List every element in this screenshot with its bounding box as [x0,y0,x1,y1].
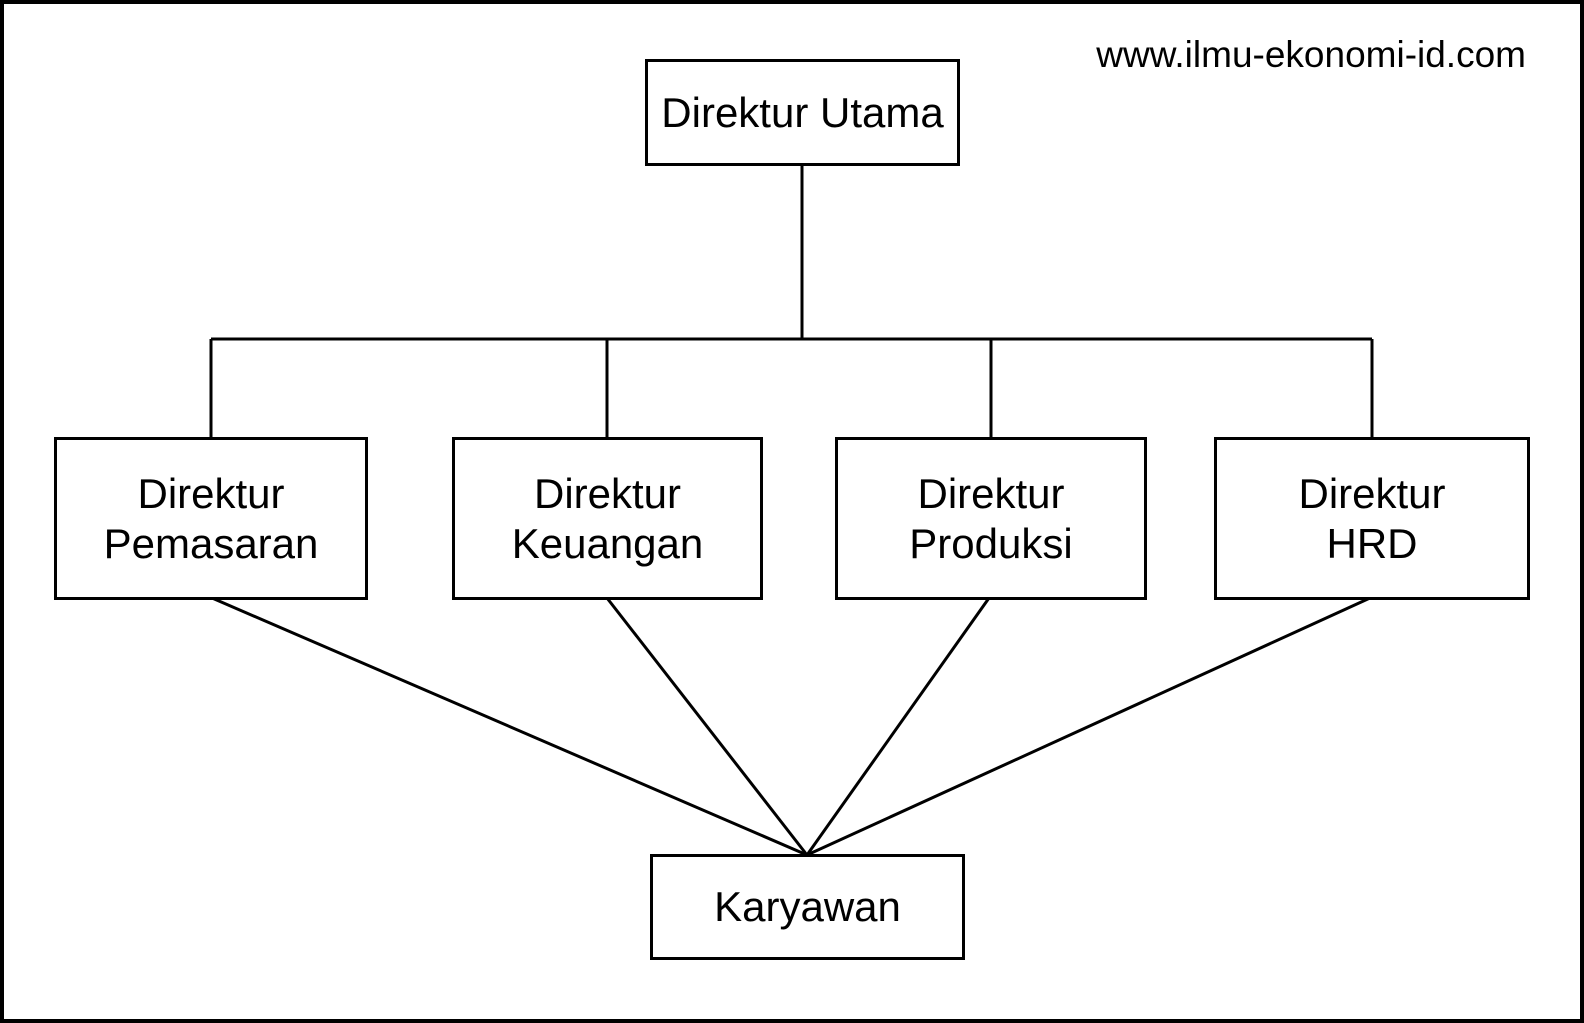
node-label: Direktur Utama [661,88,944,136]
node-label-line1: Direktur [137,469,285,517]
connector-produksi-to-karyawan [805,597,991,856]
connector-pemasaran-to-karyawan [211,596,808,857]
node-label-line2: Pemasaran [103,519,319,567]
node-karyawan: Karyawan [650,854,965,960]
node-label-line1: Direktur [533,469,682,517]
node-direktur-hrd: Direktur HRD [1214,437,1530,600]
connector-keuangan-to-karyawan [605,597,809,856]
node-label-line1: Direktur [917,469,1065,517]
node-label: Karyawan [714,883,901,931]
node-label-line2: Keuangan [511,519,704,567]
node-label-line2: Produksi [909,519,1073,567]
connector-hrd-to-karyawan [806,596,1371,857]
node-direktur-pemasaran: Direktur Pemasaran [54,437,368,600]
connector-lines-layer [209,164,1374,857]
node-direktur-produksi: Direktur Produksi [835,437,1147,600]
node-label-line1: Direktur [1298,469,1446,517]
node-direktur-keuangan: Direktur Keuangan [452,437,763,600]
node-direktur-utama: Direktur Utama [645,59,960,166]
watermark-url: www.ilmu-ekonomi-id.com [1096,34,1526,75]
node-label-line2: HRD [1326,519,1418,567]
